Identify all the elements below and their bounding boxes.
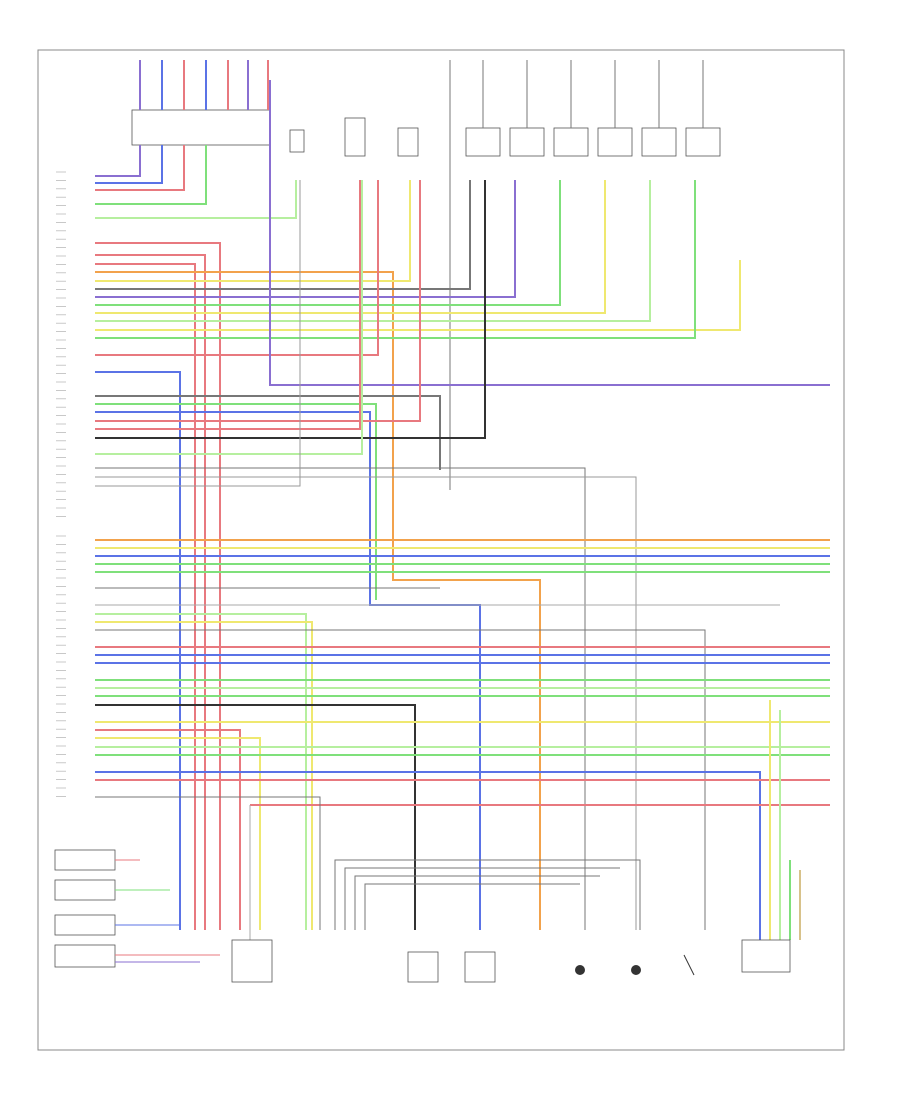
ignition-coil-2 [509, 127, 545, 157]
upper-harness-wires [95, 80, 830, 930]
diagram-frame [37, 49, 845, 1051]
bottom-components [231, 939, 791, 983]
throttle-sensor [464, 951, 496, 983]
ignition-coil-6 [685, 127, 721, 157]
sensor-box-b [344, 117, 366, 157]
top-feed-wires [139, 60, 704, 490]
sensor-box-a [289, 129, 305, 153]
lower-left-module [54, 849, 220, 968]
ignition-coil-1 [465, 127, 501, 157]
ignition-coil-3 [553, 127, 589, 157]
knock-sensor [231, 939, 273, 983]
switch [683, 954, 695, 976]
ecm-pin-labels [56, 171, 66, 797]
lower-harness-wires [95, 539, 830, 940]
connector-block [741, 939, 791, 973]
sensor-box-c [397, 127, 419, 157]
map-sensor [407, 951, 439, 983]
injector-connector [131, 109, 271, 146]
ignition-coil-5 [641, 127, 677, 157]
top-components [131, 109, 721, 157]
bottom-feeders [334, 700, 801, 940]
ignition-coil-4 [597, 127, 633, 157]
o2-sensor-left [575, 965, 585, 975]
o2-sensor-right [631, 965, 641, 975]
